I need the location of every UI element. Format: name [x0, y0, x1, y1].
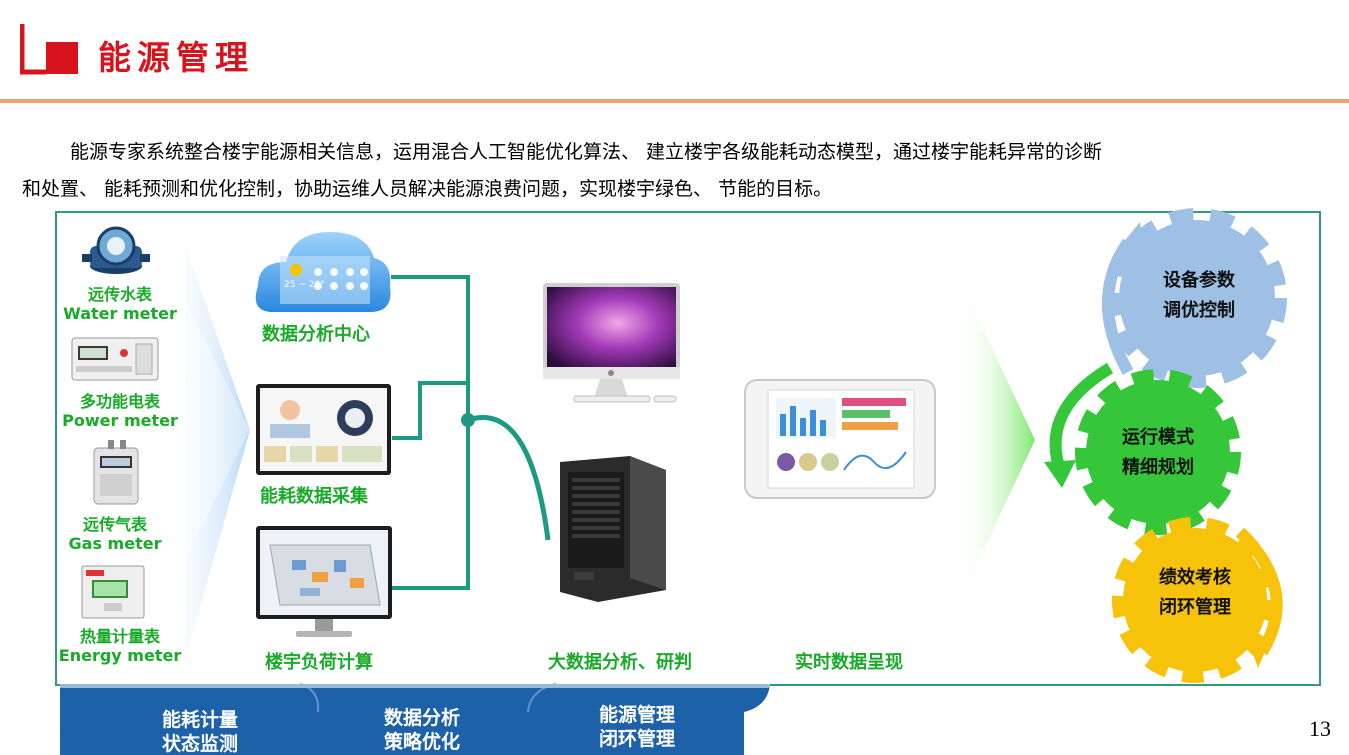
gear-line: 精细规划 [1122, 457, 1194, 478]
meter-en: Energy meter [58, 646, 182, 665]
gear-yellow-icon [1112, 517, 1278, 683]
load-monitor-icon [256, 526, 392, 637]
water-meter-icon [82, 226, 150, 274]
page-number: 13 [1309, 716, 1331, 741]
power-meter-icon [71, 337, 159, 381]
gas-meter-icon [93, 440, 139, 505]
gear-line: 绩效考核 [1159, 567, 1231, 588]
page-title: 能源管理 [98, 38, 254, 77]
junction-dot [461, 413, 475, 427]
tab-line: 能源管理 [598, 704, 675, 726]
gear-blue-text: 设备参数 调优控制 [1147, 266, 1251, 326]
label-big-data: 大数据分析、研判 [548, 652, 692, 673]
yellow-cycle-arrow [1235, 527, 1283, 656]
gear-line: 闭环管理 [1159, 597, 1231, 618]
label-realtime: 实时数据呈现 [795, 652, 903, 673]
gear-yellow-text: 绩效考核 闭环管理 [1143, 563, 1247, 623]
meter-label-power: 多功能电表 Power meter [55, 392, 185, 430]
tab-line: 能耗计量 [161, 709, 238, 731]
intro-paragraph: 能源专家系统整合楼宇能源相关信息，运用混合人工智能优化算法、 建立楼宇各级能耗动… [22, 134, 1322, 208]
bottom-tabs-graphic [60, 683, 770, 755]
meter-cn: 远传水表 [87, 285, 152, 304]
meter-cn: 热量计量表 [79, 627, 160, 646]
server-link-line [467, 415, 551, 541]
tab-analysis[interactable]: 数据分析 策略优化 [362, 706, 482, 754]
gear-line: 设备参数 [1163, 270, 1235, 291]
imac-icon [543, 283, 680, 403]
output-arrow-graphic [960, 280, 1035, 600]
gear-blue-icon [1107, 208, 1287, 388]
tab-line: 状态监测 [161, 733, 238, 755]
intro-line-1: 能源专家系统整合楼宇能源相关信息，运用混合人工智能优化算法、 建立楼宇各级能耗动… [70, 141, 1103, 163]
input-fan-graphic [185, 245, 250, 660]
meter-en: Power meter [62, 411, 178, 430]
green-cycle-arrow [1049, 362, 1114, 472]
meter-label-heat: 热量计量表 Energy meter [55, 627, 185, 665]
weather-cloud-icon [255, 232, 391, 312]
meter-en: Water meter [63, 304, 177, 323]
meter-en: Gas meter [68, 534, 162, 553]
tab-line: 策略优化 [383, 731, 460, 753]
label-load-calc: 楼宇负荷计算 [265, 652, 373, 673]
meter-cn: 远传气表 [82, 515, 147, 534]
label-collection: 能耗数据采集 [260, 486, 368, 507]
tab-management[interactable]: 能源管理 闭环管理 [577, 703, 697, 751]
collection-monitor-icon [256, 384, 391, 475]
meter-label-water: 远传水表 Water meter [55, 285, 185, 323]
meter-cn: 多功能电表 [79, 392, 160, 411]
heat-meter-icon [81, 565, 145, 619]
label-data-center: 数据分析中心 [262, 324, 370, 345]
title-divider [0, 99, 1349, 103]
tab-line: 数据分析 [383, 707, 460, 729]
connection-lines [391, 275, 470, 590]
meter-label-gas: 远传气表 Gas meter [50, 515, 180, 553]
server-tower-icon [560, 456, 666, 602]
intro-line-2: 和处置、 能耗预测和优化控制，协助运维人员解决能源浪费问题，实现楼宇绿色、 节能… [22, 178, 833, 200]
tab-line: 闭环管理 [598, 728, 675, 750]
gear-green-text: 运行模式 精细规划 [1106, 423, 1210, 483]
gear-line: 运行模式 [1122, 427, 1194, 448]
logo-icon [20, 24, 78, 75]
weather-temp-text: 25 ~ 28° [284, 280, 325, 290]
tab-metering[interactable]: 能耗计量 状态监测 [140, 708, 260, 755]
gear-green-icon [1075, 369, 1241, 535]
blue-cycle-arrow [1102, 238, 1134, 375]
tablet-dashboard-icon [744, 379, 936, 499]
gear-line: 调优控制 [1163, 300, 1235, 321]
